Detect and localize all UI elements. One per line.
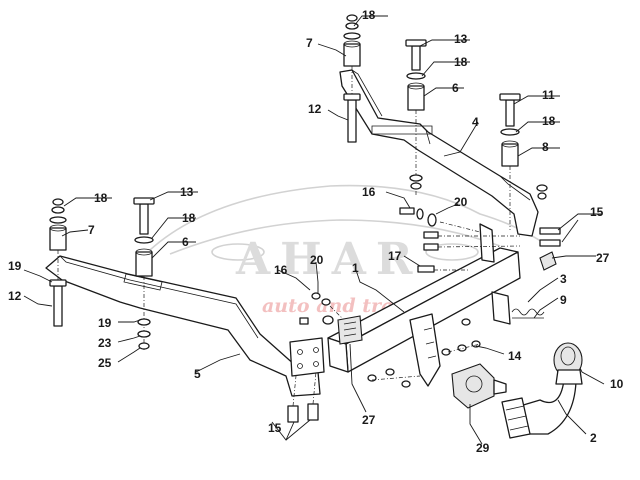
bolt-stack-left [49, 197, 155, 350]
callout-20: 20 [310, 253, 324, 267]
bolt-set-15-lower [287, 292, 343, 423]
callout-12: 12 [8, 289, 22, 303]
bolt-set-14 [367, 318, 481, 388]
spring-3 [511, 308, 545, 319]
side-bracket-5 [45, 255, 325, 397]
callout-10: 10 [610, 377, 624, 391]
callout-18: 18 [94, 191, 108, 205]
callout-14: 14 [508, 349, 522, 363]
callout-29: 29 [476, 441, 490, 455]
callout-1: 1 [352, 261, 359, 275]
callout-11: 11 [542, 88, 555, 102]
callout-13: 13 [454, 32, 468, 46]
callout-17: 17 [388, 249, 402, 263]
callout-7: 7 [88, 223, 95, 237]
callout-23: 23 [98, 336, 112, 350]
callout-6: 6 [452, 81, 459, 95]
callout-6: 6 [182, 235, 189, 249]
bolt-stack-13-6 [405, 39, 427, 196]
callout-7: 7 [306, 36, 313, 50]
callout-13: 13 [180, 185, 194, 199]
callout-12: 12 [308, 102, 322, 116]
callout-18: 18 [542, 114, 556, 128]
bolt-stack-11-8 [499, 93, 548, 230]
side-bracket-4 [339, 69, 539, 237]
leader-lines [23, 15, 605, 445]
callout-25: 25 [98, 356, 112, 370]
callout-3: 3 [560, 272, 567, 286]
tow-ball-10 [553, 342, 583, 385]
callout-18: 18 [182, 211, 196, 225]
callout-8: 8 [542, 140, 549, 154]
callout-15: 15 [268, 421, 282, 435]
callout-2: 2 [590, 431, 597, 445]
callout-5: 5 [194, 367, 201, 381]
callout-9: 9 [560, 293, 567, 307]
cross-beam-1 [327, 223, 521, 387]
callout-labels: 18 13 7 18 6 12 11 18 4 8 16 20 15 27 18… [8, 8, 624, 455]
callout-20: 20 [454, 195, 468, 209]
callout-18: 18 [454, 55, 468, 69]
tow-ball-neck-2 [501, 379, 577, 439]
callout-16: 16 [274, 263, 288, 277]
callout-27: 27 [362, 413, 376, 427]
callout-15: 15 [590, 205, 604, 219]
watermark-brand: AHAR [235, 234, 422, 285]
callout-4: 4 [472, 115, 479, 129]
callout-18: 18 [362, 8, 376, 22]
bolt-set-15-16-20 [399, 207, 561, 273]
socket-plate-29 [451, 363, 507, 409]
callout-19: 19 [98, 316, 112, 330]
callout-16: 16 [362, 185, 376, 199]
callout-27: 27 [596, 251, 610, 265]
callout-19: 19 [8, 259, 22, 273]
